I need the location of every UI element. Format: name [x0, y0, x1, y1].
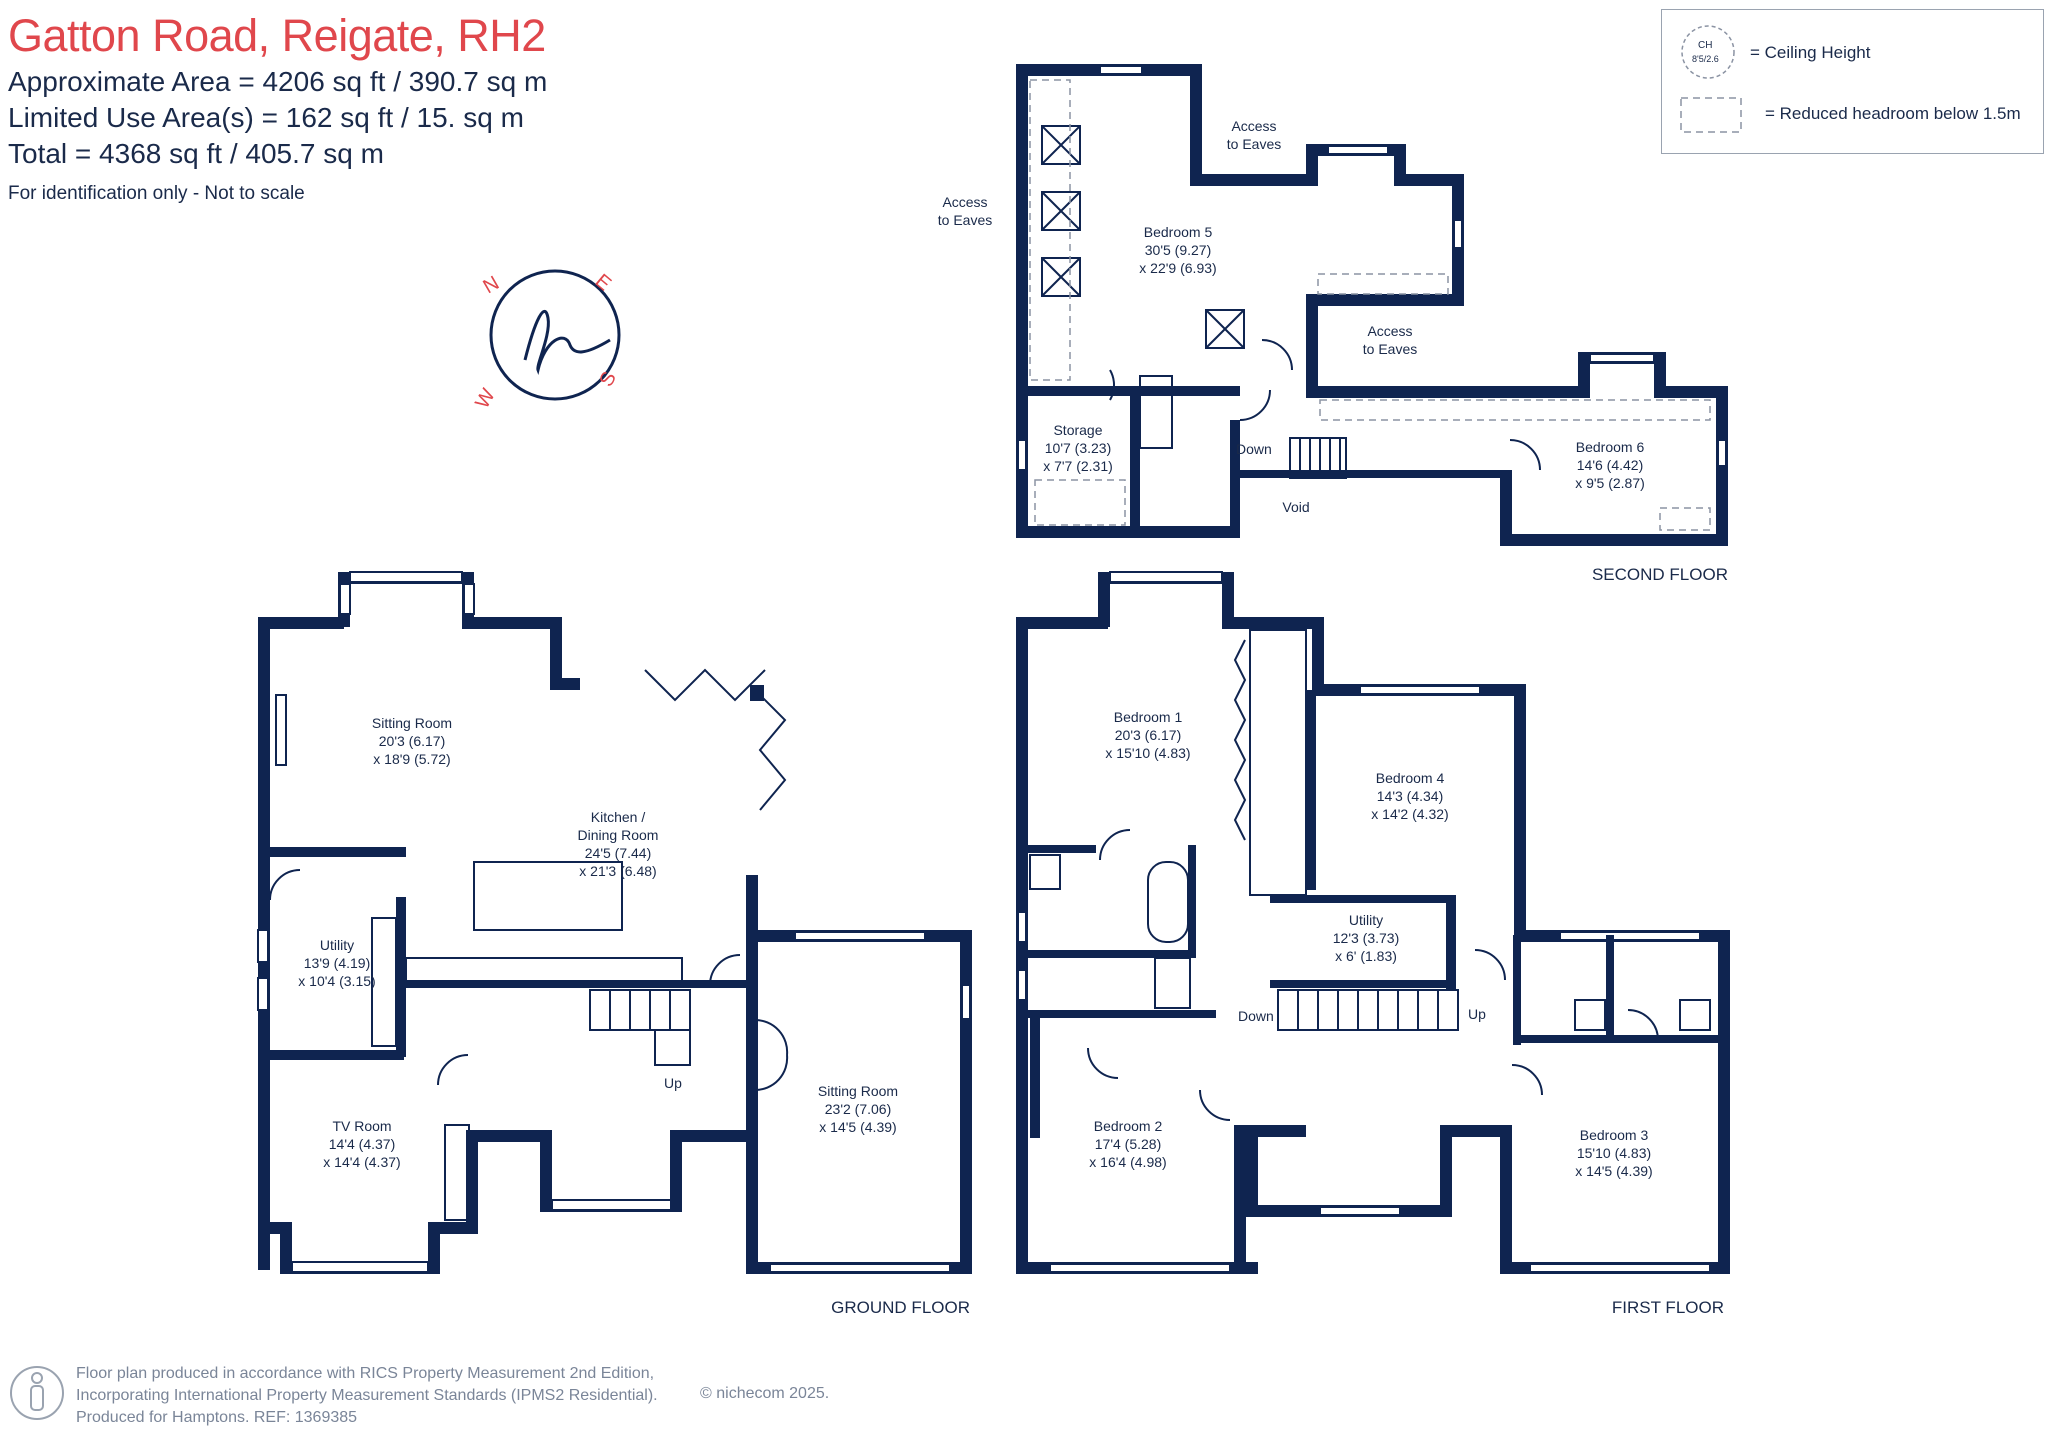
first-floor-label: FIRST FLOOR	[1612, 1298, 1724, 1317]
room-dim: x 7'7 (2.31)	[1043, 458, 1113, 474]
room-dim: x 15'10 (4.83)	[1105, 745, 1190, 761]
room-dim: 17'4 (5.28)	[1095, 1136, 1162, 1152]
access-eaves-label: to Eaves	[1363, 341, 1417, 357]
room-name: Bedroom 6	[1576, 439, 1645, 455]
room-name: Utility	[1349, 912, 1383, 928]
room-dim: 15'10 (4.83)	[1577, 1145, 1651, 1161]
room-dim: x 6' (1.83)	[1335, 948, 1397, 964]
stairs-up-label: Up	[664, 1075, 682, 1091]
compass: N E S W	[471, 269, 621, 413]
stairs-down-label: Down	[1238, 1008, 1274, 1024]
first-floor-plan	[1016, 571, 1730, 1274]
footer-line: Incorporating International Property Mea…	[76, 1387, 658, 1404]
ground-floor-plan	[257, 571, 972, 1274]
stairs-up-label: Up	[1468, 1006, 1486, 1022]
room-dim: x 21'3 (6.48)	[579, 863, 656, 879]
room-dim: x 14'2 (4.32)	[1371, 806, 1448, 822]
first-stairs	[1277, 989, 1459, 1031]
second-stairs	[1289, 437, 1347, 479]
room-dim: 14'4 (4.37)	[329, 1136, 396, 1152]
legend-symbols	[1680, 25, 1742, 133]
room-dim: x 14'5 (4.39)	[819, 1119, 896, 1135]
room-dim: x 16'4 (4.98)	[1089, 1154, 1166, 1170]
access-eaves-label: Access	[942, 194, 987, 210]
legend-box: CH 8'5/2.6 = Ceiling Height = Reduced he…	[1661, 9, 2044, 154]
void-label: Void	[1282, 499, 1309, 515]
access-eaves-label: to Eaves	[1227, 136, 1281, 152]
footer-copyright: © nichecom 2025.	[700, 1385, 830, 1402]
room-dim: 20'3 (6.17)	[379, 733, 446, 749]
room-dim: 10'7 (3.23)	[1045, 440, 1112, 456]
stairs-down-label: Down	[1236, 441, 1272, 457]
ground-stairs	[589, 989, 691, 1066]
room-dim: 14'6 (4.42)	[1577, 457, 1644, 473]
room-dim: x 22'9 (6.93)	[1139, 260, 1216, 276]
room-name: TV Room	[332, 1118, 391, 1134]
room-dim: x 14'4 (4.37)	[323, 1154, 400, 1170]
room-dim: 23'2 (7.06)	[825, 1101, 892, 1117]
room-dim: 12'3 (3.73)	[1333, 930, 1400, 946]
second-floor-label: SECOND FLOOR	[1592, 565, 1728, 584]
approximate-area: Approximate Area = 4206 sq ft / 390.7 sq…	[8, 66, 548, 97]
room-dim: 24'5 (7.44)	[585, 845, 652, 861]
footer-line: Produced for Hamptons. REF: 1369385	[76, 1409, 358, 1426]
room-name: Sitting Room	[818, 1083, 898, 1099]
room-name: Bedroom 5	[1144, 224, 1213, 240]
ch-symbol: CH	[1698, 40, 1713, 51]
footer-line: Floor plan produced in accordance with R…	[76, 1365, 655, 1382]
total-area: Total = 4368 sq ft / 405.7 sq m	[8, 138, 384, 169]
room-name: Dining Room	[578, 827, 659, 843]
footer-disclaimer: Floor plan produced in accordance with R…	[76, 1363, 658, 1429]
legend-ceiling-height: = Ceiling Height	[1750, 43, 1871, 62]
person-icon	[10, 1366, 64, 1420]
room-name: Bedroom 1	[1114, 709, 1183, 725]
limited-use-area: Limited Use Area(s) = 162 sq ft / 15. sq…	[8, 102, 524, 133]
room-dim: x 14'5 (4.39)	[1575, 1163, 1652, 1179]
identification-note: For identification only - Not to scale	[8, 183, 305, 204]
second-floor-plan	[1016, 64, 1728, 546]
room-dim: x 10'4 (3.15)	[298, 973, 375, 989]
page-title: Gatton Road, Reigate, RH2	[8, 10, 546, 61]
access-eaves-label: Access	[1367, 323, 1412, 339]
legend-reduced-headroom: = Reduced headroom below 1.5m	[1765, 104, 2021, 123]
room-dim: 30'5 (9.27)	[1145, 242, 1212, 258]
room-dim: 13'9 (4.19)	[304, 955, 371, 971]
access-eaves-label: to Eaves	[938, 212, 992, 228]
room-name: Bedroom 4	[1376, 770, 1445, 786]
room-name: Utility	[320, 937, 354, 953]
room-dim: x 9'5 (2.87)	[1575, 475, 1645, 491]
ground-floor-label: GROUND FLOOR	[831, 1298, 970, 1317]
compass-n: N	[480, 272, 504, 298]
access-eaves-label: Access	[1231, 118, 1276, 134]
room-name: Bedroom 3	[1580, 1127, 1649, 1143]
room-dim: x 18'9 (5.72)	[373, 751, 450, 767]
room-name: Bedroom 2	[1094, 1118, 1163, 1134]
compass-e: E	[591, 270, 615, 295]
room-dim: 20'3 (6.17)	[1115, 727, 1182, 743]
room-name: Sitting Room	[372, 715, 452, 731]
room-dim: 14'3 (4.34)	[1377, 788, 1444, 804]
room-name: Kitchen /	[591, 809, 646, 825]
compass-w: W	[471, 385, 500, 412]
ch-value: 8'5/2.6	[1692, 54, 1719, 64]
room-name: Storage	[1053, 422, 1102, 438]
